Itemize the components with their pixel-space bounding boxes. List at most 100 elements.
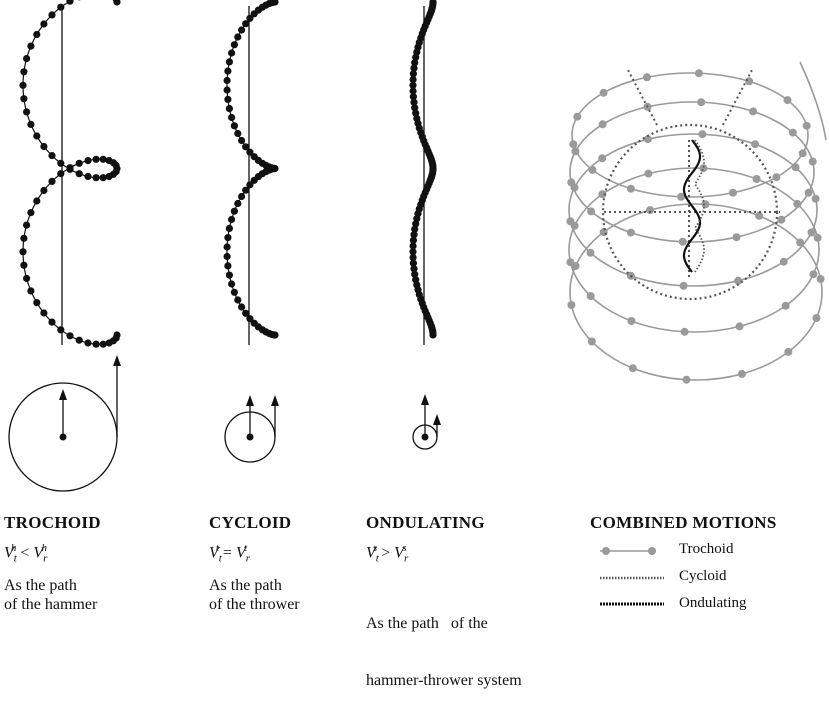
- trochoid-point: [66, 332, 73, 339]
- cycloid-description: As the path of the thrower: [209, 576, 300, 614]
- trochoid-spiral-point: [792, 163, 800, 171]
- cycloid-point: [238, 26, 245, 33]
- cycloid-point: [224, 234, 231, 241]
- cycloid-point: [231, 122, 238, 129]
- cycloid-point: [231, 208, 238, 215]
- trochoid-formula: Vth < Vrh: [4, 542, 47, 565]
- trochoid-point: [23, 275, 30, 282]
- trochoid-spiral-point: [698, 130, 706, 138]
- trochoid-spiral-point: [571, 184, 579, 192]
- trochoid-spiral-point: [588, 338, 596, 346]
- trochoid-spiral-point: [571, 147, 579, 155]
- trochoid-point: [76, 337, 83, 344]
- trochoid-spiral-point: [751, 140, 759, 148]
- formula-superscript: s: [373, 542, 377, 554]
- arrow-head-icon: [421, 394, 429, 405]
- cycloid-point: [231, 289, 238, 296]
- formula-superscript: s: [402, 542, 406, 554]
- trochoid-point: [40, 309, 47, 316]
- trochoid-point: [113, 331, 120, 338]
- trochoid-spiral-point: [749, 107, 757, 115]
- trochoid-spiral-point: [699, 164, 707, 172]
- trochoid-spiral-point: [777, 216, 785, 224]
- trochoid-point: [93, 174, 100, 181]
- trochoid-spiral-point: [643, 73, 651, 81]
- formula-superscript: t: [216, 542, 219, 554]
- cycloid-point: [228, 49, 235, 56]
- trochoid-point: [20, 68, 27, 75]
- cycloid-point: [228, 280, 235, 287]
- trochoid-point: [20, 262, 27, 269]
- trochoid-spiral-point: [814, 234, 822, 242]
- trochoid-spiral-point: [733, 233, 741, 241]
- description-line: As the path: [209, 576, 300, 595]
- legend-trochoid-label: Trochoid: [679, 541, 733, 558]
- trochoid-spiral-point: [729, 189, 737, 197]
- trochoid-point: [23, 222, 30, 229]
- trochoid-point: [66, 0, 73, 5]
- legend-trochoid-dot: [648, 547, 656, 555]
- trochoid-spiral-point: [809, 270, 817, 278]
- trochoid-spiral-turn: [569, 168, 819, 332]
- trochoid-spiral-point: [627, 185, 635, 193]
- formula-subscript: t: [219, 553, 222, 565]
- trochoid-point: [100, 156, 107, 163]
- trochoid-spiral-point: [745, 77, 753, 85]
- trochoid-point: [27, 121, 34, 128]
- trochoid-spiral-point: [772, 173, 780, 181]
- legend-ondulating-label: Ondulating: [679, 595, 747, 612]
- trochoid-point: [57, 326, 64, 333]
- trochoid-title: TROCHOID: [4, 513, 101, 533]
- trochoid-spiral-point: [809, 158, 817, 166]
- trochoid-point: [33, 31, 40, 38]
- trochoid-panel: [9, 0, 121, 491]
- formula-subscript: r: [404, 553, 408, 565]
- cycloid-point: [238, 137, 245, 144]
- cycloid-point: [224, 96, 231, 103]
- formula-superscript: t: [244, 542, 247, 554]
- trochoid-description: As the path of the hammer: [4, 576, 97, 614]
- trochoid-spiral-point: [587, 249, 595, 257]
- trochoid-spiral-point: [784, 96, 792, 104]
- cycloid-point: [224, 262, 231, 269]
- trochoid-point: [40, 187, 47, 194]
- arrow-head-icon: [246, 395, 254, 406]
- trochoid-spiral-point: [573, 113, 581, 121]
- cycloid-point: [228, 114, 235, 121]
- trochoid-spiral-turn: [569, 134, 817, 286]
- trochoid-point: [33, 299, 40, 306]
- trochoid-point: [23, 108, 30, 115]
- formula-subscript: r: [246, 553, 250, 565]
- trochoid-spiral-point: [598, 154, 606, 162]
- trochoid-spiral-point: [587, 292, 595, 300]
- trochoid-spiral-point: [587, 207, 595, 215]
- trochoid-spiral-point: [734, 277, 742, 285]
- trochoid-point: [48, 319, 55, 326]
- trochoid-spiral-point: [812, 195, 820, 203]
- cycloid-point: [231, 41, 238, 48]
- trochoid-spiral-point: [793, 200, 801, 208]
- trochoid-spiral-point: [738, 370, 746, 378]
- cycloid-point: [242, 20, 249, 27]
- trochoid-point: [33, 197, 40, 204]
- description-line: of the hammer: [4, 595, 97, 614]
- cycloid-point: [228, 216, 235, 223]
- trochoid-spiral-point: [679, 238, 687, 246]
- trochoid-spiral-point: [567, 301, 575, 309]
- ondulating-panel: [409, 0, 441, 449]
- trochoid-spiral-point: [780, 258, 788, 266]
- cycloid-point: [226, 225, 233, 232]
- trochoid-point: [20, 95, 27, 102]
- description-line: As the path: [4, 576, 97, 595]
- trochoid-spiral-point: [697, 98, 705, 106]
- trochoid-point: [19, 82, 26, 89]
- trochoid-point: [57, 160, 64, 167]
- ondulating-description: As the path of the hammer-thrower system: [366, 576, 522, 709]
- cycloid-point: [226, 272, 233, 279]
- trochoid-spiral-point: [784, 348, 792, 356]
- cycloid-title: CYCLOID: [209, 513, 291, 533]
- trochoid-point: [19, 248, 26, 255]
- trochoid-spiral-point: [629, 364, 637, 372]
- trochoid-spiral-point: [796, 239, 804, 247]
- trochoid-point: [57, 170, 64, 177]
